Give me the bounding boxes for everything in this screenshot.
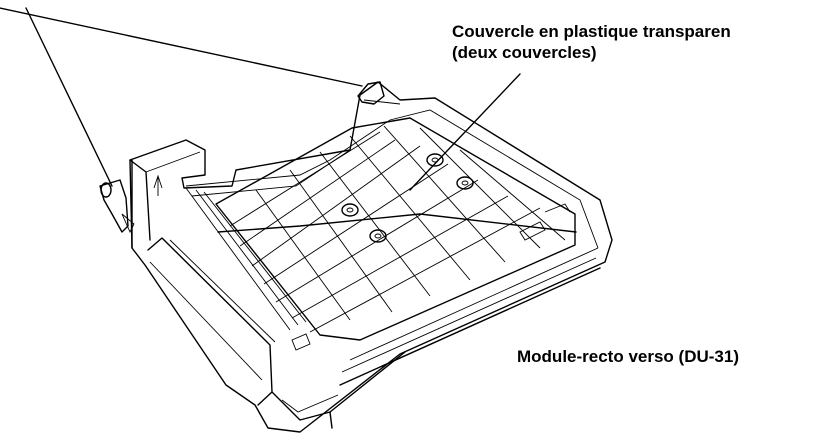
- feed-roller-3: [426, 153, 444, 167]
- cover-callout-line1: Couvercle en plastique transparen: [452, 22, 731, 41]
- feed-roller-4: [456, 176, 474, 190]
- hinge-pin-left: [99, 179, 135, 234]
- cover-leader-line: [409, 73, 521, 191]
- transparent-cover: [215, 117, 577, 341]
- hinge-leader-lines: [0, 7, 363, 187]
- hinge-pin-right: [357, 81, 401, 105]
- cover-callout-line2: (deux couvercles): [452, 43, 597, 62]
- duplex-module-body: [129, 81, 613, 433]
- feed-roller-2: [369, 229, 387, 243]
- cover-callout-label: Couvercle en plastique transparen (deux …: [452, 21, 731, 63]
- feed-roller-1: [341, 203, 359, 217]
- module-callout-label: Module-recto verso (DU-31): [517, 347, 739, 366]
- arrow-mark-icon: [153, 174, 163, 196]
- small-latch: [291, 333, 311, 351]
